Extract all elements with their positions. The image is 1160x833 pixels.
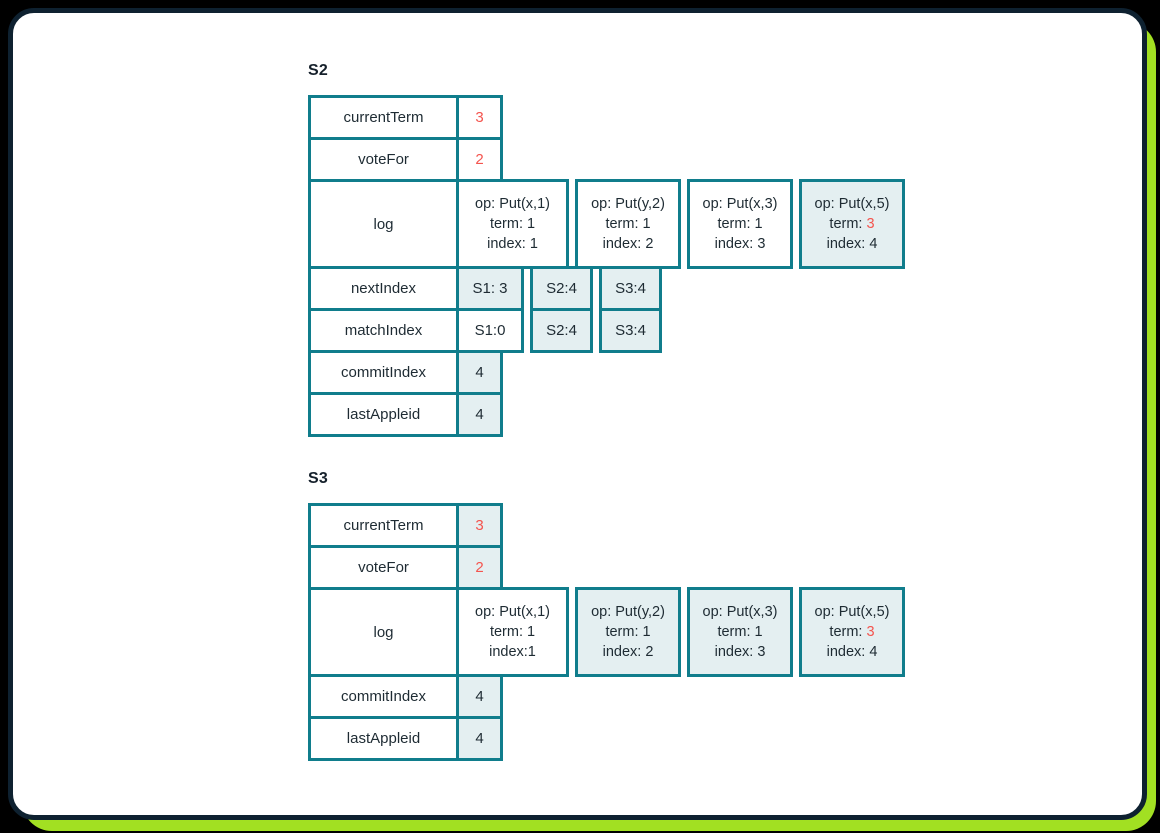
last-appleid-value: 4 <box>456 392 503 437</box>
log-index: index: 4 <box>826 236 878 253</box>
log-index: index: 4 <box>826 644 878 661</box>
match-index-s1: S1:0 <box>456 308 524 353</box>
row-log: log op: Put(x,1) term: 1 index:1 op: Put… <box>308 587 905 677</box>
row-label: lastAppleid <box>308 716 459 761</box>
row-current-term: currentTerm 3 <box>308 503 905 548</box>
log-entry-cell: op: Put(x,3) term: 1 index: 3 <box>687 587 793 677</box>
log-term: term: 1 <box>489 623 536 640</box>
log-op: op: Put(x,1) <box>475 603 550 620</box>
log-op: op: Put(y,2) <box>591 195 665 212</box>
log-entry-cell: op: Put(y,2) term: 1 index: 2 <box>575 179 681 269</box>
row-commit-index: commitIndex 4 <box>308 350 905 395</box>
log-term: term: 3 <box>829 622 874 642</box>
row-current-term: currentTerm 3 <box>308 95 905 140</box>
commit-index-value: 4 <box>456 350 503 395</box>
log-index: index: 3 <box>714 644 766 661</box>
log-entry-cell: op: Put(y,2) term: 1 index: 2 <box>575 587 681 677</box>
row-commit-index: commitIndex 4 <box>308 674 905 719</box>
log-index: index: 1 <box>487 236 538 253</box>
log-index: index: 2 <box>602 236 654 253</box>
log-entry-cell: op: Put(x,5) term: 3 index: 4 <box>799 587 905 677</box>
log-op: op: Put(x,3) <box>702 195 778 212</box>
log-term: term: 1 <box>717 623 763 640</box>
log-op: op: Put(x,5) <box>814 195 890 212</box>
log-entry-cell: op: Put(x,3) term: 1 index: 3 <box>687 179 793 269</box>
log-term: term: 1 <box>489 215 536 232</box>
next-index-s2: S2:4 <box>530 266 593 311</box>
row-label: nextIndex <box>308 266 459 311</box>
log-term-value-highlighted: 3 <box>866 215 875 232</box>
commit-index-value: 4 <box>456 674 503 719</box>
row-label: log <box>308 179 459 269</box>
log-term: term: 1 <box>605 215 651 232</box>
log-op: op: Put(x,3) <box>702 603 778 620</box>
row-label: matchIndex <box>308 308 459 353</box>
row-next-index: nextIndex S1: 3 S2:4 S3:4 <box>308 266 905 311</box>
row-vote-for: voteFor 2 <box>308 137 905 182</box>
last-appleid-value: 4 <box>456 716 503 761</box>
row-vote-for: voteFor 2 <box>308 545 905 590</box>
log-index: index: 2 <box>602 644 654 661</box>
match-index-s2: S2:4 <box>530 308 593 353</box>
row-label: voteFor <box>308 137 459 182</box>
current-term-value: 3 <box>456 503 503 548</box>
log-index: index: 3 <box>714 236 766 253</box>
vote-for-value: 2 <box>456 545 503 590</box>
server-title: S3 <box>308 470 328 487</box>
server-s2-state-table: S2 currentTerm 3 voteFor 2 log op: Put(x… <box>308 62 905 437</box>
row-last-appleid: lastAppleid 4 <box>308 716 905 761</box>
log-entry-cell: op: Put(x,5) term: 3 index: 4 <box>799 179 905 269</box>
current-term-value: 3 <box>456 95 503 140</box>
next-index-s3: S3:4 <box>599 266 662 311</box>
log-term-label: term: <box>829 623 867 640</box>
log-term-label: term: <box>829 215 867 232</box>
row-label: voteFor <box>308 545 459 590</box>
log-term: term: 3 <box>829 214 874 234</box>
row-label: lastAppleid <box>308 392 459 437</box>
row-label: currentTerm <box>308 503 459 548</box>
slide-card <box>8 8 1147 820</box>
row-log: log op: Put(x,1) term: 1 index: 1 op: Pu… <box>308 179 905 269</box>
log-op: op: Put(x,1) <box>475 195 550 212</box>
log-term-value-highlighted: 3 <box>866 623 875 640</box>
vote-for-value: 2 <box>456 137 503 182</box>
row-label: commitIndex <box>308 674 459 719</box>
log-entry-cell: op: Put(x,1) term: 1 index:1 <box>456 587 569 677</box>
log-term: term: 1 <box>605 623 651 640</box>
log-term: term: 1 <box>717 215 763 232</box>
next-index-s1: S1: 3 <box>456 266 524 311</box>
log-op: op: Put(x,5) <box>814 603 890 620</box>
row-match-index: matchIndex S1:0 S2:4 S3:4 <box>308 308 905 353</box>
log-entry-cell: op: Put(x,1) term: 1 index: 1 <box>456 179 569 269</box>
row-last-appleid: lastAppleid 4 <box>308 392 905 437</box>
row-label: log <box>308 587 459 677</box>
match-index-s3: S3:4 <box>599 308 662 353</box>
row-label: commitIndex <box>308 350 459 395</box>
log-index: index:1 <box>489 644 536 661</box>
server-title: S2 <box>308 62 328 79</box>
server-s3-state-table: S3 currentTerm 3 voteFor 2 log op: Put(x… <box>308 470 905 761</box>
log-op: op: Put(y,2) <box>591 603 665 620</box>
row-label: currentTerm <box>308 95 459 140</box>
